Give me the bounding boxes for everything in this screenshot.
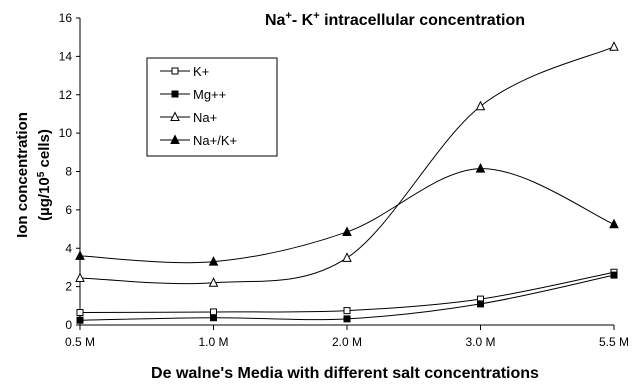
legend-marker [171,90,179,98]
series-line [79,46,615,285]
legend-marker [170,111,180,121]
y-tick-label: 4 [65,241,72,255]
legend-marker [171,67,179,75]
data-point [210,308,217,316]
data-point [475,163,486,173]
data-point [342,252,352,262]
y-axis-title-line1: Ion concentration [14,112,31,238]
y-axis-title-line2: (µg/105 cells) [36,129,54,221]
y-tick-label: 12 [59,88,73,102]
data-point [342,226,352,236]
data-point [208,256,219,266]
legend-label: Na+ [193,110,217,125]
data-point [343,315,351,323]
data-point [609,218,619,229]
x-tick-label: 1.0 M [198,335,228,349]
x-tick-label: 2.0 M [332,335,362,349]
y-tick-label: 6 [65,203,72,217]
legend: K+ Mg++ Na+ Na+/K+ [146,57,278,157]
y-tick-label: 8 [65,165,72,179]
data-point [210,314,217,322]
y-tick-labels: 0 2 4 6 8 10 12 14 16 [59,11,73,332]
series-3 [75,163,619,266]
data-point [609,41,619,51]
series-line [79,271,615,314]
x-axis-title: De walne's Media with different salt con… [151,365,539,382]
series-group [75,41,619,324]
data-point [76,309,84,317]
y-tick-label: 2 [65,280,72,294]
x-tick-labels: 0.5 M 1.0 M 2.0 M 3.0 M 5.5 M [65,335,629,349]
y-tick-label: 16 [59,11,73,25]
data-point [477,300,484,308]
data-point [76,316,84,324]
data-point [475,100,486,111]
legend-label: Na+/K+ [193,133,237,148]
x-tick-label: 3.0 M [465,335,495,349]
data-point [75,250,85,260]
y-tick-label: 14 [59,49,73,63]
chart-title: Na+- K+ intracellular concentration [265,10,525,29]
data-point [610,271,618,279]
legend-label: K+ [193,64,209,79]
x-tick-label: 0.5 M [65,335,95,349]
legend-marker [170,134,180,144]
y-axis-title: Ion concentration (µg/105 cells) [14,112,53,238]
legend-label: Mg++ [193,87,226,102]
data-point [208,277,219,287]
series-line [79,168,615,264]
series-2 [75,41,619,287]
x-tick-label: 5.5 M [599,335,629,349]
data-point [343,307,351,315]
series-1 [76,271,618,324]
y-tick-label: 0 [65,318,72,332]
data-point [75,272,85,282]
y-tick-label: 10 [59,126,73,140]
